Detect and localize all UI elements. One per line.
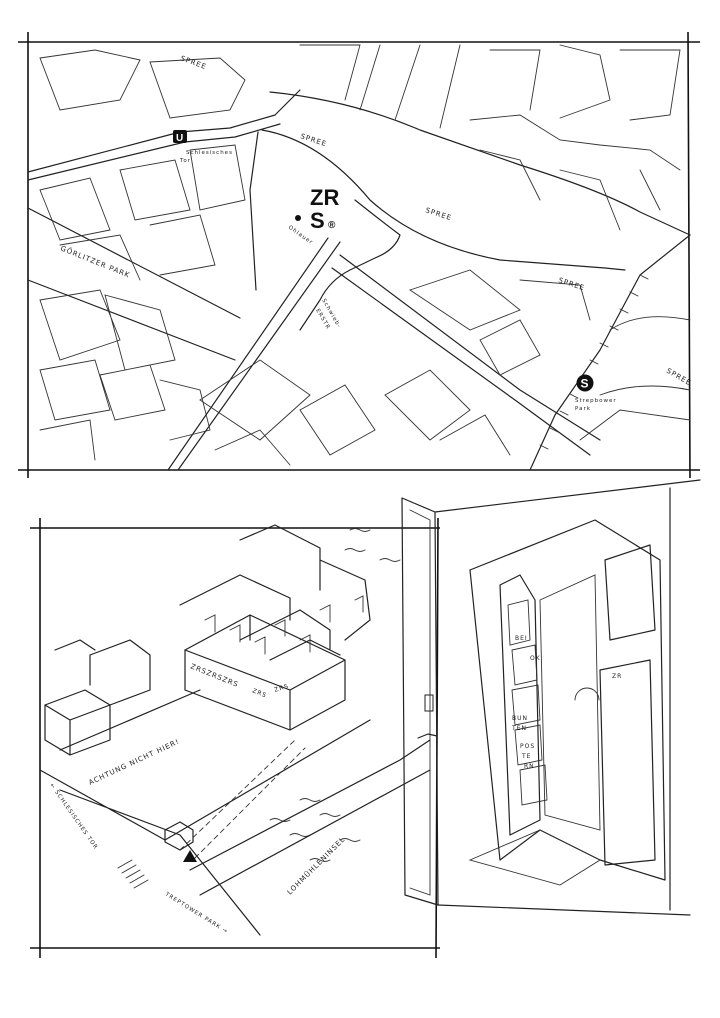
label-spree-2: SPREE (299, 132, 328, 148)
posters (507, 599, 548, 806)
path-dashed (179, 739, 296, 851)
logo-mark: ® (328, 220, 336, 231)
iso-frame (30, 517, 440, 959)
path-dashed-2 (194, 747, 306, 859)
corridor (539, 574, 601, 831)
street-map-panel: ZR S ® SPREE SPREE SPREE SPREE SPREE GÖR… (18, 31, 700, 479)
blocks-west (39, 144, 246, 281)
label-goerlitzer-park: GÖRLITZER PARK (59, 244, 131, 280)
blocks-north (39, 44, 681, 129)
river-bank-north (269, 91, 691, 236)
u-bahn-icon: U (173, 130, 187, 144)
island-bank (299, 199, 401, 331)
building-wings (179, 524, 371, 661)
door-lock (424, 694, 434, 712)
entrance-marker-icon (183, 850, 197, 862)
road-main-diagonal (167, 237, 341, 471)
location-dot-icon (295, 215, 301, 221)
railway (529, 234, 691, 471)
blocks-south (199, 269, 591, 466)
door-panel: BEI OK BUN TEN POS TE RN ZR (401, 479, 701, 916)
label-spree-3: SPREE (424, 206, 453, 222)
left-buildings (44, 639, 151, 756)
main-building (184, 614, 346, 731)
water-waves (269, 528, 401, 862)
map-frame (18, 31, 700, 479)
label-spree-4: SPREE (557, 276, 586, 292)
building-label-long: ZRSZRSZRS (189, 662, 240, 689)
u-bahn-letter: U (176, 133, 183, 144)
poster-word-6: TE (521, 753, 531, 760)
railway-ties (539, 274, 649, 450)
street-schlesische-b (27, 123, 281, 181)
poster-word-3: BUN (512, 715, 528, 722)
river-bank-south (261, 129, 626, 271)
label-ubahn-station-1: Schlesisches (186, 150, 233, 156)
upper-window (604, 544, 656, 641)
s-bahn-icon: S (576, 374, 594, 392)
poster-word-4: TEN (511, 725, 527, 732)
blocks-northeast (469, 114, 681, 231)
label-schlesisches-tor: ← SCHLESISCHES TOR (48, 783, 98, 851)
street-schlesische (27, 89, 301, 173)
logo-s: S (310, 208, 325, 233)
isometric-panel: ZRSZRSZRS ZRS ZRS ACHTUNG NICHT HIER! ← … (30, 517, 440, 959)
blocks-southwest (39, 289, 211, 461)
label-sbahn-1: Strepbower (575, 398, 617, 404)
poster-word-7: RN (524, 763, 535, 770)
s-bahn-letter: S (581, 377, 589, 391)
roads-left (39, 689, 261, 936)
wall-outline (434, 479, 701, 916)
building-windows (204, 595, 364, 655)
poster-word-1: BEI (515, 635, 528, 642)
label-treptower-park: TREPTOWER PARK → (163, 891, 229, 935)
label-sbahn-2: Park (575, 406, 591, 412)
label-warning: ACHTUNG NICHT HIER! (87, 738, 181, 787)
poster-word-2: OK (530, 655, 541, 662)
inner-door-open (499, 574, 541, 836)
arch-window (574, 687, 600, 701)
roads-diagonal (164, 719, 431, 896)
label-ubahn-station-2: Tor (179, 158, 191, 164)
building-label-wing: ZRS (273, 683, 290, 694)
logo-zr: ZR (310, 185, 339, 210)
door-leaf-edge (409, 509, 431, 896)
blocks-east (579, 316, 691, 441)
label-spree-5: SPREE (665, 367, 693, 388)
park-edge (249, 131, 259, 291)
door-handle (417, 733, 438, 739)
road-lohmuehle (331, 254, 601, 456)
doorway (469, 519, 666, 881)
floor (468, 829, 601, 886)
lower-panel (599, 659, 656, 866)
poster-word-8: ZR (612, 673, 622, 680)
building-label-short: ZRS (251, 687, 268, 699)
crosswalk (117, 859, 149, 889)
kiosk (164, 821, 194, 851)
goerlitzer-park-band (27, 207, 241, 361)
poster-word-5: POS (520, 743, 535, 750)
label-spree-1: SPREE (179, 54, 207, 71)
